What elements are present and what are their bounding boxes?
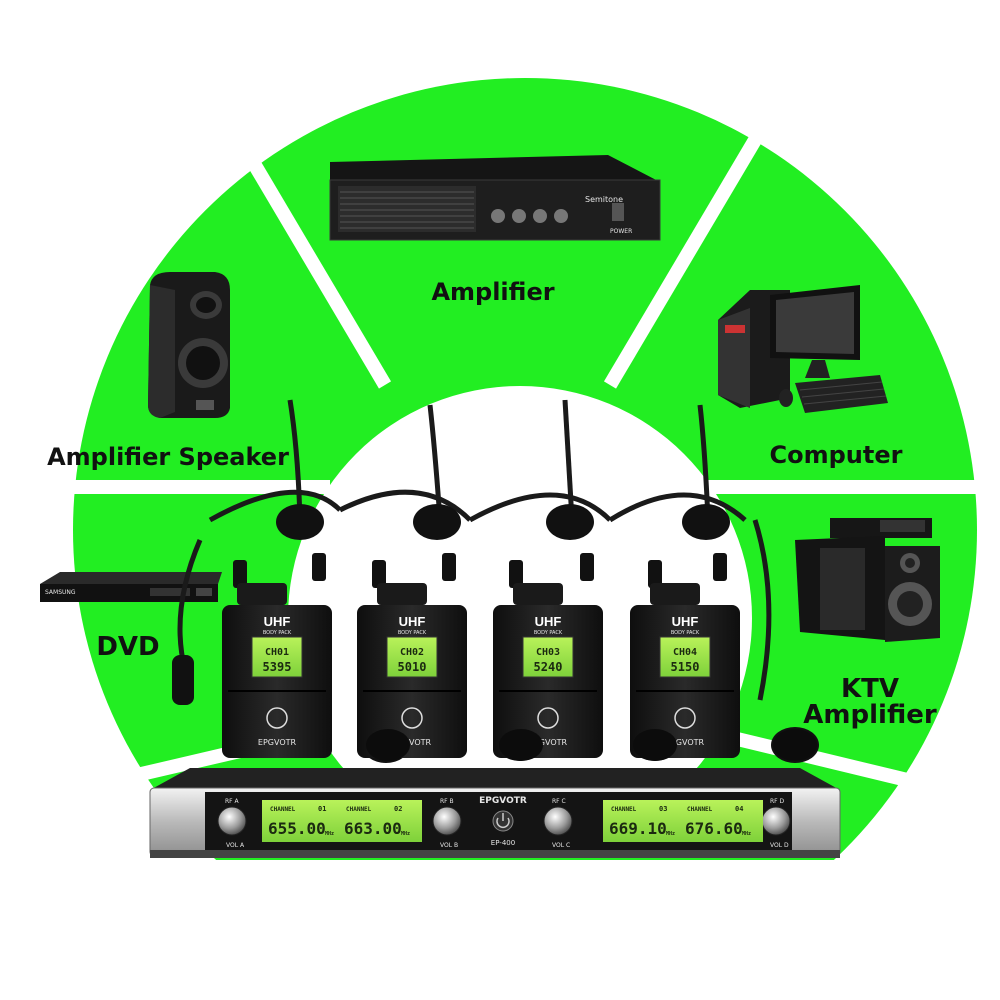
lcd-unit-1: MHz — [325, 831, 334, 837]
bodypack-4-tag: BODY PACK — [671, 630, 700, 636]
volume-knob-c[interactable] — [543, 806, 573, 836]
rf-a-label: RF A — [225, 798, 240, 805]
lcd-channel-label-2: CHANNEL — [346, 806, 372, 813]
vol-b-label: VOL B — [440, 842, 458, 849]
receiver-lcd-right — [603, 800, 763, 842]
receiver-lcd-left — [262, 800, 422, 842]
bodypack-4-channel: CH04 — [673, 647, 697, 658]
segment-label-ktv: KTV — [841, 674, 899, 704]
bodypack-2-channel: CH02 — [400, 647, 424, 658]
volume-knob-a[interactable] — [217, 806, 247, 836]
bottom-white-area — [0, 860, 1000, 1000]
bodypack-3-brand: EPGVOTR — [529, 738, 568, 747]
segment-dividers — [20, 136, 992, 807]
lcd-freq-3: 669.10 — [609, 819, 667, 838]
amplifier-brand: Semitone — [585, 195, 623, 204]
bodypack-2-tag: BODY PACK — [398, 630, 427, 636]
ktv-speaker-icon — [795, 518, 940, 642]
power-button[interactable] — [492, 810, 514, 832]
desktop-computer-icon — [718, 285, 888, 413]
bodypack-1-channel: CH01 — [265, 647, 289, 658]
bodypack-4-band: UHF — [672, 614, 699, 629]
bodypack-2 — [357, 583, 467, 758]
segment-label-amplifier-speaker: Amplifier Speaker — [47, 443, 289, 471]
lcd-freq-4: 676.60 — [685, 819, 743, 838]
speaker-icon — [148, 272, 230, 418]
bodypack-1-tag: BODY PACK — [263, 630, 292, 636]
lcd-freq-2: 663.00 — [344, 819, 402, 838]
lcd-freq-1: 655.00 — [268, 819, 326, 838]
lcd-channel-num-1: 01 — [318, 805, 326, 813]
receiver-model: EP-400 — [491, 839, 515, 847]
bodypack-3 — [493, 583, 603, 758]
bodypack-3-channel: CH03 — [536, 647, 560, 658]
bodypack-4-freq: 5150 — [671, 660, 700, 674]
lcd-channel-label-1: CHANNEL — [270, 806, 296, 813]
vol-d-label: VOL D — [770, 842, 789, 849]
segment-label-ktv-amplifier: Amplifier — [803, 700, 937, 730]
bodypack-2-brand: EPGVOTR — [393, 738, 432, 747]
lcd-channel-num-3: 03 — [659, 805, 667, 813]
lcd-unit-2: MHz — [401, 831, 410, 837]
lcd-channel-num-2: 02 — [394, 805, 402, 813]
dvd-player-icon: SAMSUNG — [40, 572, 222, 602]
bodypack-2-band: UHF — [399, 614, 426, 629]
bodypack-4-brand: EPGVOTR — [666, 738, 705, 747]
bodypack-3-tag: BODY PACK — [534, 630, 563, 636]
bodypack-1-freq: 5395 — [263, 660, 292, 674]
segment-label-computer: Computer — [770, 441, 903, 469]
volume-knob-b[interactable] — [432, 806, 462, 836]
lcd-channel-label-3: CHANNEL — [611, 806, 637, 813]
amplifier-power-label: POWER — [610, 228, 632, 235]
bodypack-4 — [630, 583, 740, 758]
bodypack-1-brand: EPGVOTR — [258, 738, 297, 747]
lcd-unit-3: MHz — [666, 831, 675, 837]
lcd-unit-4: MHz — [742, 831, 751, 837]
rf-c-label: RF C — [552, 798, 566, 805]
rf-d-label: RF D — [770, 798, 785, 805]
receiver-brand: EPGVOTR — [479, 796, 527, 806]
lavalier-clips — [233, 553, 727, 588]
lcd-channel-label-4: CHANNEL — [687, 806, 713, 813]
headset-wires — [177, 399, 772, 701]
lcd-channel-num-4: 04 — [735, 805, 743, 813]
vol-c-label: VOL C — [552, 842, 570, 849]
vol-a-label: VOL A — [226, 842, 245, 849]
front-headset-mics — [366, 729, 817, 761]
bodypack-2-freq: 5010 — [398, 660, 427, 674]
bodypack-1-band: UHF — [264, 614, 291, 629]
rf-b-label: RF B — [440, 798, 454, 805]
dvd-brand: SAMSUNG — [45, 589, 76, 596]
segment-label-amplifier: Amplifier — [431, 278, 554, 306]
power-amplifier-icon: Semitone POWER — [329, 155, 661, 241]
bodypack-1 — [222, 583, 332, 758]
bodypack-3-freq: 5240 — [534, 660, 563, 674]
volume-knob-d[interactable] — [761, 806, 791, 836]
segment-label-dvd: DVD — [96, 632, 159, 662]
bodypack-3-band: UHF — [535, 614, 562, 629]
